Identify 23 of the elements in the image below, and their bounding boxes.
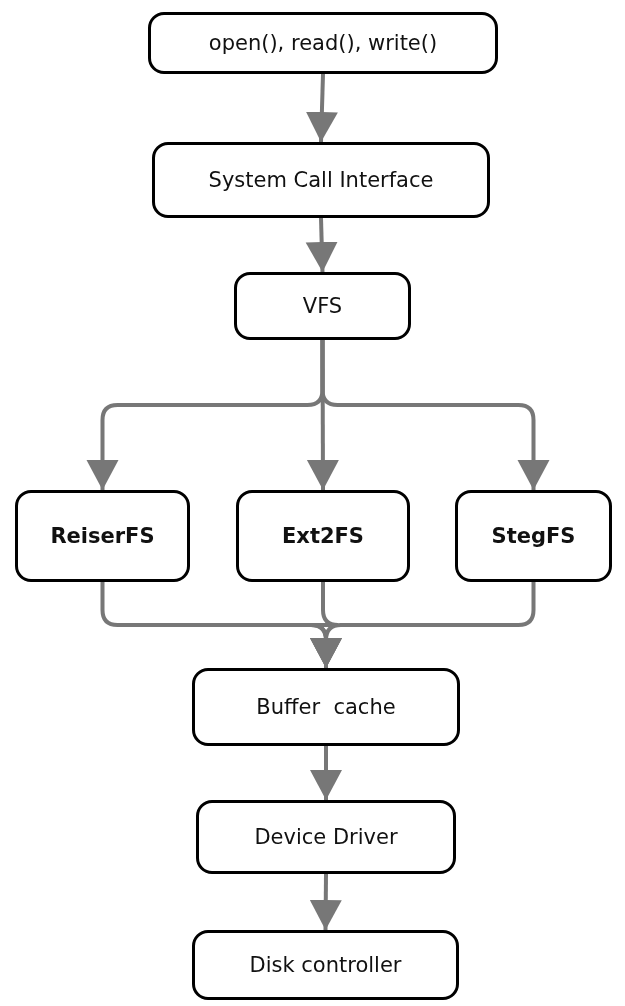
node-label: Disk controller [249,953,402,977]
process-box [15,490,190,582]
arrow [310,746,342,800]
node-label: ReiserFS [50,524,155,548]
process-box [148,12,498,74]
node-label: VFS [302,294,343,318]
arrow [309,873,342,931]
process-box [236,490,410,582]
node-label: StegFS [491,524,576,548]
node-label: Device Driver [254,825,398,849]
arrow [305,73,338,143]
process-box [152,142,490,218]
process-box [234,272,411,340]
node-label: System Call Interface [208,168,434,192]
arrow [305,217,338,273]
node-label: Ext2FS [282,524,364,548]
arrow [320,340,550,490]
process-box [455,490,612,582]
node-label: open(), read(), write() [208,31,438,55]
process-box [192,668,460,746]
process-box [196,800,456,874]
node-label: Buffer cache [256,695,396,719]
process-box [192,930,459,1000]
